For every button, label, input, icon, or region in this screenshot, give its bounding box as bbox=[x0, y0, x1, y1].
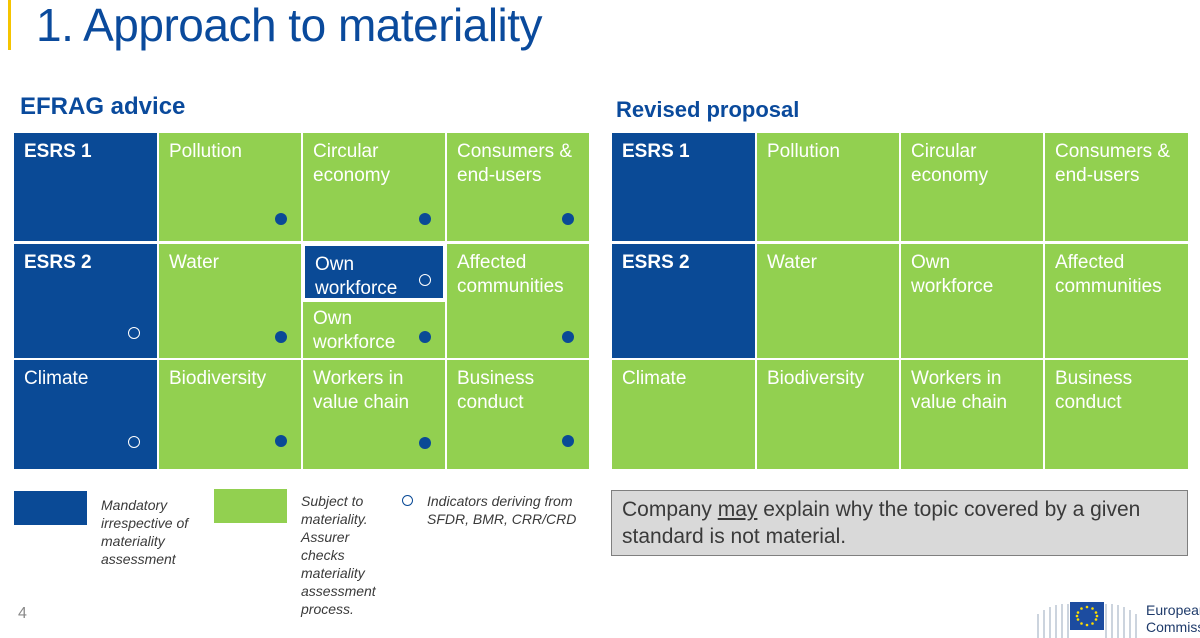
indicator-dot-icon bbox=[275, 435, 287, 447]
efrag-cell-own-workforce-material: Own workforce bbox=[303, 302, 445, 358]
note-text-emphasis: may bbox=[717, 498, 758, 521]
indicator-ring-icon bbox=[128, 436, 140, 448]
indicator-dot-icon bbox=[419, 213, 431, 225]
revised-cell-pollution: Pollution bbox=[757, 133, 899, 241]
indicator-dot-icon bbox=[419, 437, 431, 449]
efrag-cell-esrs1: ESRS 1 bbox=[14, 133, 157, 241]
indicator-dot-icon bbox=[562, 213, 574, 225]
revised-cell-consumers: Consumers & end-users bbox=[1045, 133, 1188, 241]
revised-cell-circular: Circular economy bbox=[901, 133, 1043, 241]
revised-cell-climate: Climate bbox=[612, 360, 755, 469]
note-text-start: Company bbox=[622, 498, 718, 521]
legend-swatch-subject bbox=[213, 488, 288, 524]
revised-cell-affected: Affected communities bbox=[1045, 244, 1188, 358]
efrag-heading: EFRAG advice bbox=[20, 93, 186, 120]
logo-text-line2: Commiss bbox=[1146, 619, 1200, 635]
efrag-cell-own-workforce-mandatory: Own workforce bbox=[303, 244, 445, 300]
legend-label-subject: Subject to materiality. Assurer checks m… bbox=[301, 493, 376, 617]
logo-text-line1: European bbox=[1146, 602, 1200, 618]
legend-label-mandatory: Mandatory irrespective of materiality as… bbox=[101, 497, 189, 567]
european-commission-logo-icon bbox=[1037, 602, 1137, 638]
indicator-dot-icon bbox=[562, 435, 574, 447]
note-text-end: explain why the topic covered by a given… bbox=[622, 498, 1141, 548]
title-accent-bar bbox=[8, 0, 11, 50]
efrag-cell-biodiversity: Biodiversity bbox=[159, 360, 301, 469]
revised-cell-business: Business conduct bbox=[1045, 360, 1188, 469]
indicator-dot-icon bbox=[562, 331, 574, 343]
logo-text: European Commiss bbox=[1146, 602, 1200, 636]
efrag-cell-business: Business conduct bbox=[447, 360, 589, 469]
slide-title: 1. Approach to materiality bbox=[36, 0, 543, 51]
efrag-cell-esrs2: ESRS 2 bbox=[14, 244, 157, 358]
efrag-cell-consumers: Consumers & end-users bbox=[447, 133, 589, 241]
revised-cell-esrs2: ESRS 2 bbox=[612, 244, 755, 358]
indicator-dot-icon bbox=[419, 331, 431, 343]
efrag-cell-workers: Workers in value chain bbox=[303, 360, 445, 469]
legend-label-indicators: Indicators deriving from SFDR, BMR, CRR/… bbox=[427, 493, 577, 527]
legend-ring-icon bbox=[402, 495, 413, 506]
efrag-cell-circular: Circular economy bbox=[303, 133, 445, 241]
page-number: 4 bbox=[18, 605, 27, 622]
revised-cell-own-workforce: Own workforce bbox=[901, 244, 1043, 358]
efrag-cell-affected: Affected communities bbox=[447, 244, 589, 358]
legend-swatch-mandatory bbox=[13, 490, 88, 526]
revised-cell-water: Water bbox=[757, 244, 899, 358]
indicator-ring-icon bbox=[419, 274, 431, 286]
revised-cell-biodiversity: Biodiversity bbox=[757, 360, 899, 469]
indicator-dot-icon bbox=[275, 331, 287, 343]
note-box: Company may explain why the topic covere… bbox=[611, 490, 1188, 556]
indicator-ring-icon bbox=[128, 327, 140, 339]
revised-heading: Revised proposal bbox=[616, 97, 800, 122]
efrag-cell-climate: Climate bbox=[14, 360, 157, 469]
revised-cell-esrs1: ESRS 1 bbox=[612, 133, 755, 241]
revised-cell-workers: Workers in value chain bbox=[901, 360, 1043, 469]
indicator-dot-icon bbox=[275, 213, 287, 225]
efrag-cell-water: Water bbox=[159, 244, 301, 358]
efrag-cell-pollution: Pollution bbox=[159, 133, 301, 241]
